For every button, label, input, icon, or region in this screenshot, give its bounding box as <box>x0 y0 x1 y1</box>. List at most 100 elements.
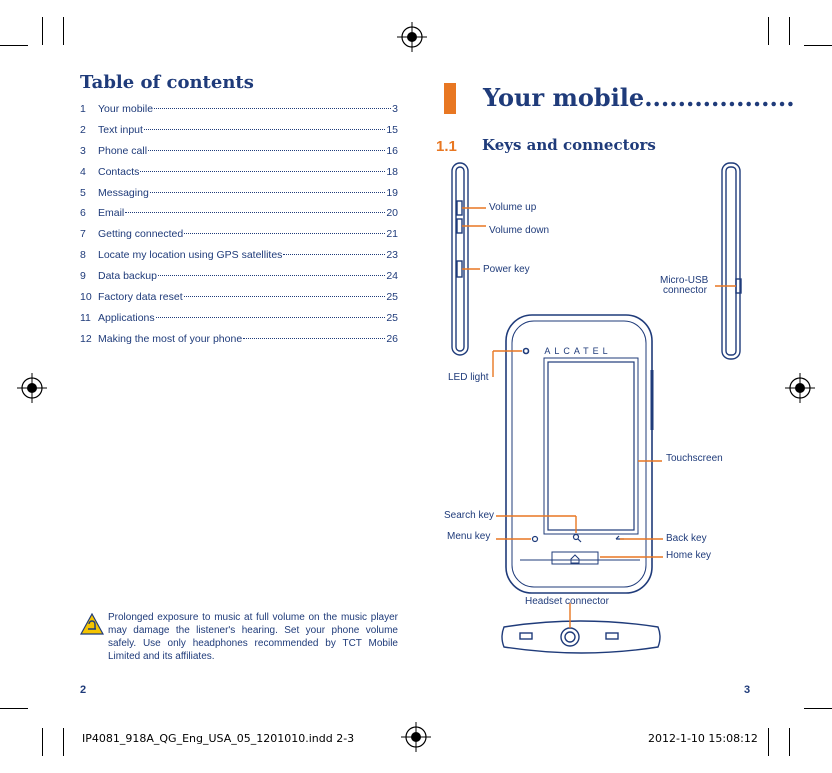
toc-entry[interactable]: 12 Making the most of your phone 26 <box>80 333 398 354</box>
registration-mark-icon <box>17 373 47 403</box>
label-menu-key: Menu key <box>447 531 491 542</box>
warning-text: Prolonged exposure to music at full volu… <box>108 612 398 662</box>
toc-leader <box>183 296 386 298</box>
label-micro-usb-connector: connector <box>663 285 707 296</box>
label-volume-up: Volume up <box>489 202 537 213</box>
toc-entry[interactable]: 4 Contacts 18 <box>80 166 398 187</box>
home-key-icon <box>570 554 580 564</box>
toc-entry-number: 7 <box>80 228 86 241</box>
slug-timestamp: 2012-1-10 15:08:12 <box>648 732 758 745</box>
toc-leader <box>143 128 386 130</box>
label-home-key: Home key <box>666 550 712 561</box>
label-headset-connector: Headset connector <box>525 596 609 607</box>
hearing-warning: Prolonged exposure to music at full volu… <box>80 611 398 663</box>
toc-entry-number: 12 <box>80 332 92 345</box>
phone-left-side-view <box>451 162 469 356</box>
toc-entry-page: 16 <box>386 144 398 157</box>
section-number: 1.1 <box>436 138 457 155</box>
toc-entry[interactable]: 2 Text input 15 <box>80 124 398 145</box>
toc-leader <box>154 108 392 109</box>
toc-title: Table of contents <box>80 72 254 93</box>
registration-mark-icon <box>785 373 815 403</box>
phone-bottom-view <box>501 620 661 654</box>
toc-entry-label: Locate my location using GPS satellites <box>98 249 283 262</box>
toc-leader <box>184 233 386 235</box>
toc-entry-page: 20 <box>386 207 398 220</box>
toc-entry-number: 8 <box>80 249 86 262</box>
search-key-icon <box>572 533 582 543</box>
menu-key-icon <box>531 535 539 543</box>
toc-leader <box>125 212 386 214</box>
toc-entry-number: 11 <box>80 311 91 324</box>
crop-mark <box>0 45 28 46</box>
chapter-marker <box>444 83 456 114</box>
toc-entry-label: Your mobile <box>98 103 154 115</box>
left-page-number: 2 <box>80 684 87 696</box>
toc-entry-label: Factory data reset <box>98 291 183 304</box>
hearing-warning-icon <box>80 613 104 635</box>
crop-mark <box>789 17 790 45</box>
toc-entry[interactable]: 8 Locate my location using GPS satellites… <box>80 249 398 270</box>
toc-entry-number: 9 <box>80 270 86 283</box>
phone-right-side-view <box>721 162 742 360</box>
toc-entry-page: 21 <box>386 228 398 241</box>
toc-leader <box>157 275 386 277</box>
crop-mark <box>63 728 64 756</box>
toc-entry[interactable]: 5 Messaging 19 <box>80 187 398 208</box>
toc-entry-page: 3 <box>392 103 398 115</box>
crop-mark <box>0 708 28 709</box>
chapter-number: 1 <box>446 88 447 89</box>
crop-mark <box>768 17 769 45</box>
toc-entry-label: Contacts <box>98 165 140 178</box>
label-led-light: LED light <box>448 372 489 383</box>
toc-leader <box>283 254 386 256</box>
toc-entry-number: 5 <box>80 186 86 199</box>
toc-entry[interactable]: 6 Email 20 <box>80 207 398 228</box>
phone-diagram: ALCATEL <box>451 162 742 654</box>
toc-entry-page: 18 <box>386 165 398 178</box>
toc-entry-label: Making the most of your phone <box>98 332 243 345</box>
toc-leader <box>140 170 386 172</box>
label-search-key: Search key <box>444 510 495 521</box>
toc-entry-page: 23 <box>386 249 398 262</box>
section-title: Keys and connectors <box>482 136 656 154</box>
toc-entry-page: 26 <box>386 332 398 345</box>
right-page-number: 3 <box>744 684 751 696</box>
label-power-key: Power key <box>483 264 530 275</box>
crop-mark <box>804 45 832 46</box>
toc-leader <box>148 149 386 151</box>
toc-entry[interactable]: 3 Phone call 16 <box>80 145 398 166</box>
toc-entry-number: 6 <box>80 207 86 220</box>
toc-entry-number: 3 <box>80 144 86 157</box>
toc-leader <box>149 191 386 193</box>
registration-mark-icon <box>401 722 431 752</box>
toc-entry-label: Text input <box>98 123 143 136</box>
label-micro-usb: Micro-USB <box>660 275 709 286</box>
toc-entry-label: Phone call <box>98 144 148 157</box>
toc-entry-label: Email <box>98 207 125 220</box>
crop-mark <box>42 17 43 45</box>
brand-logo: ALCATEL <box>544 346 611 356</box>
toc-entry-page: 19 <box>386 186 398 199</box>
toc-entry[interactable]: 1 Your mobile 3 <box>80 103 398 124</box>
toc-entry-page: 25 <box>386 291 398 304</box>
toc-entry-label: Messaging <box>98 186 149 199</box>
crop-mark <box>42 728 43 756</box>
crop-mark <box>804 708 832 709</box>
label-touchscreen: Touchscreen <box>666 453 723 464</box>
phone-front-view <box>505 314 654 594</box>
toc-entry-number: 1 <box>80 103 86 115</box>
toc-entry-label: Applications <box>98 311 155 324</box>
crop-mark <box>63 17 64 45</box>
toc-entry-number: 4 <box>80 165 86 178</box>
toc-entry-page: 24 <box>386 270 398 283</box>
crop-mark <box>789 728 790 756</box>
toc-entry-number: 2 <box>80 123 86 136</box>
toc-entry-page: 15 <box>386 123 398 136</box>
crop-mark <box>768 728 769 756</box>
